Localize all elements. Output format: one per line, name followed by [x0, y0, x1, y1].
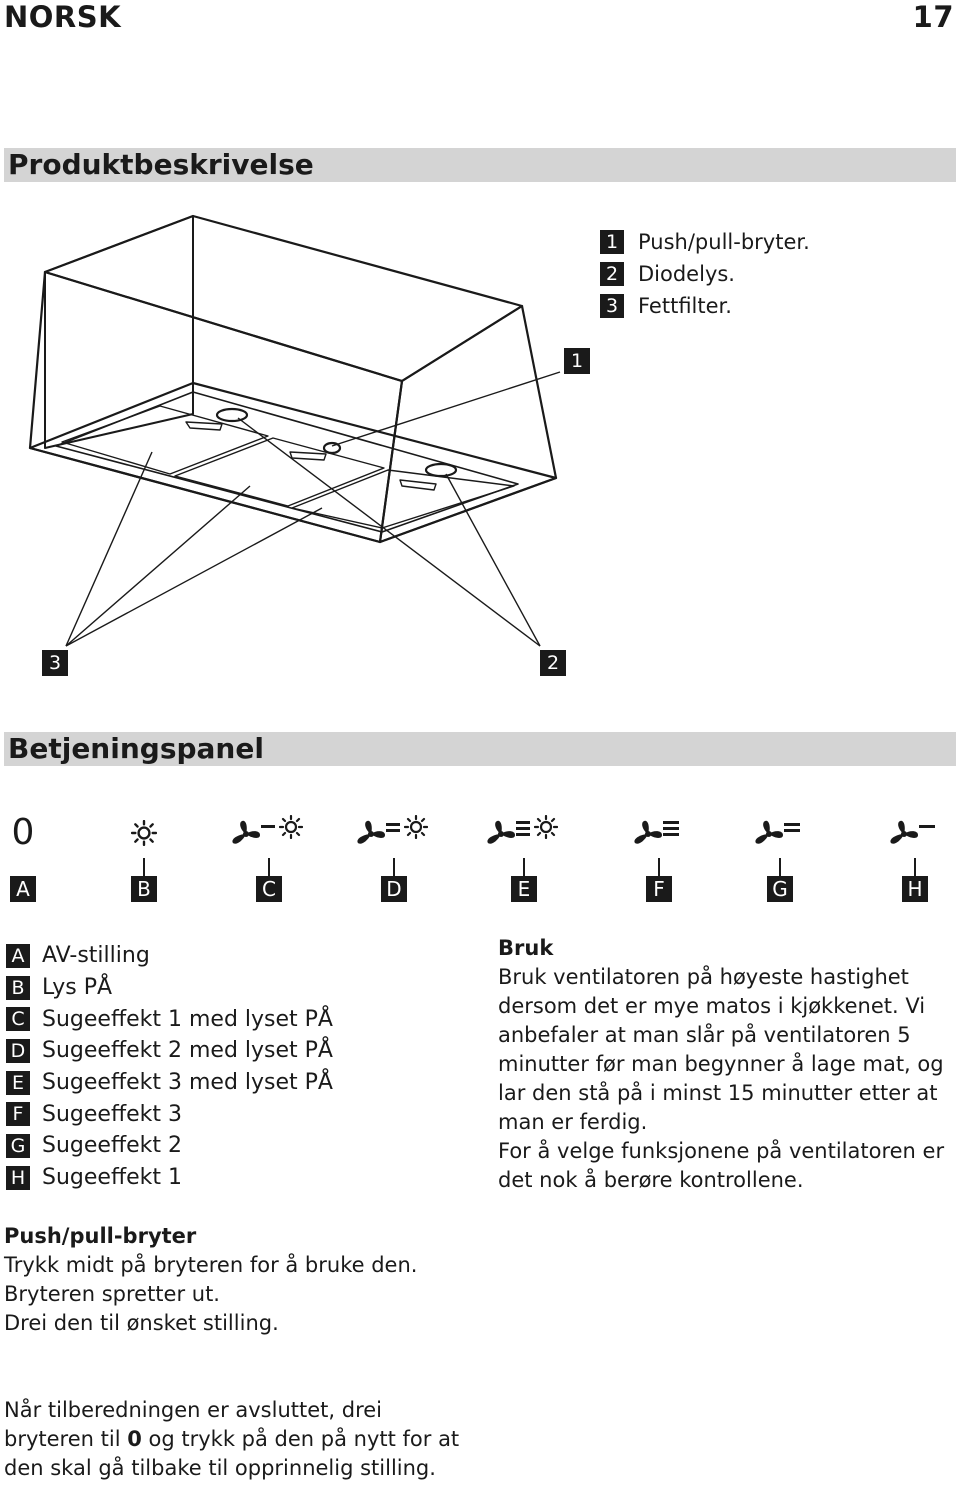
range-hood-illustration	[28, 214, 561, 647]
number-badge: 2	[600, 262, 624, 286]
usage-paragraph: Bruk ventilatoren på høyeste hastighet d…	[498, 965, 944, 1134]
letter-badge: C	[256, 876, 282, 902]
push-pull-heading: Push/pull-bryter	[4, 1224, 197, 1248]
fan-speed3-icon	[634, 820, 679, 844]
callout-switch: 1	[564, 348, 590, 374]
list-item-label: Lys PÅ	[42, 975, 113, 1001]
symbol-f: F	[614, 808, 704, 902]
list-item: F Sugeeffekt 3	[6, 1098, 333, 1130]
letter-badge: E	[511, 876, 537, 902]
letter-badge: B	[6, 975, 30, 1000]
legend-label: Diodelys.	[638, 262, 735, 286]
list-item: H Sugeeffekt 1	[6, 1162, 333, 1194]
usage-heading: Bruk	[498, 936, 554, 960]
callout-badge-1: 1	[564, 348, 590, 374]
push-pull-line: Bryteren spretter ut.	[4, 1282, 220, 1306]
final-note: Når tilberedningen er avsluttet, drei br…	[4, 1396, 474, 1483]
symbol-e: E	[479, 808, 569, 902]
final-note-zero: 0	[127, 1427, 142, 1451]
symbol-b: B	[99, 808, 189, 902]
callout-filter: 3	[42, 650, 68, 676]
letter-badge: D	[6, 1038, 30, 1063]
list-item-label: Sugeeffekt 3	[42, 1101, 182, 1127]
push-pull-section: Push/pull-bryter Trykk midt på bryteren …	[4, 1222, 464, 1338]
list-item: E Sugeeffekt 3 med lyset PÅ	[6, 1067, 333, 1099]
symbol-a: 0 A	[0, 808, 68, 902]
usage-paragraph-2: For å velge funksjonene på ventilatoren …	[498, 1139, 945, 1192]
usage-section: Bruk Bruk ventilatoren på høyeste hastig…	[498, 934, 948, 1195]
list-item-label: Sugeeffekt 2 med lyset PÅ	[42, 1038, 333, 1064]
light-icon	[131, 820, 157, 846]
legend-item-3: 3 Fettfilter.	[600, 290, 810, 322]
number-badge: 3	[600, 294, 624, 318]
symbol-g: G	[735, 808, 825, 902]
callout-badge-2: 2	[540, 650, 566, 676]
fan-speed3-light-icon	[487, 815, 558, 844]
list-item-label: Sugeeffekt 1	[42, 1165, 182, 1191]
letter-badge: A	[6, 943, 30, 968]
callout-badge-3: 3	[42, 650, 68, 676]
letter-badge: F	[6, 1102, 30, 1127]
function-list: A AV-stilling B Lys PÅ C Sugeeffekt 1 me…	[6, 940, 333, 1194]
letter-badge: G	[767, 876, 793, 902]
fan-speed1-light-icon	[232, 815, 303, 844]
final-note-text: Når tilberedningen er avsluttet, drei br…	[4, 1398, 382, 1451]
fan-speed2-icon	[755, 820, 800, 844]
symbol-d: D	[349, 808, 439, 902]
letter-badge: D	[381, 876, 407, 902]
symbol-c: C	[224, 808, 314, 902]
list-item: C Sugeeffekt 1 med lyset PÅ	[6, 1003, 333, 1035]
section-title-control-panel: Betjeningspanel	[4, 732, 956, 766]
fan-speed2-light-icon	[357, 815, 428, 844]
push-pull-line: Drei den til ønsket stilling.	[4, 1311, 279, 1335]
letter-badge: G	[6, 1133, 30, 1158]
push-pull-line: Trykk midt på bryteren for å bruke den.	[4, 1253, 418, 1277]
list-item-label: Sugeeffekt 2	[42, 1133, 182, 1159]
list-item: B Lys PÅ	[6, 972, 333, 1004]
legend-item-2: 2 Diodelys.	[600, 258, 810, 290]
language-label: NORSK	[4, 0, 122, 34]
callout-light: 2	[540, 650, 566, 676]
symbol-h: H	[870, 808, 960, 902]
zero-off-symbol: 0	[11, 812, 35, 853]
page-number: 17	[912, 0, 954, 34]
part-legend: 1 Push/pull-bryter. 2 Diodelys. 3 Fettfi…	[600, 226, 810, 322]
section-title-product: Produktbeskrivelse	[4, 148, 956, 182]
list-item-label: Sugeeffekt 3 med lyset PÅ	[42, 1070, 333, 1096]
letter-badge: A	[10, 876, 36, 902]
legend-item-1: 1 Push/pull-bryter.	[600, 226, 810, 258]
letter-badge: H	[6, 1165, 30, 1190]
control-panel-symbols: 0 A B C D	[0, 808, 960, 908]
letter-badge: H	[902, 876, 928, 902]
legend-label: Fettfilter.	[638, 294, 732, 318]
letter-badge: B	[131, 876, 157, 902]
list-item: A AV-stilling	[6, 940, 333, 972]
letter-badge: E	[6, 1070, 30, 1095]
list-item: D Sugeeffekt 2 med lyset PÅ	[6, 1035, 333, 1067]
list-item: G Sugeeffekt 2	[6, 1130, 333, 1162]
legend-label: Push/pull-bryter.	[638, 230, 810, 254]
number-badge: 1	[600, 230, 624, 254]
fan-speed1-icon	[890, 820, 935, 844]
list-item-label: AV-stilling	[42, 943, 150, 969]
final-note-text-end: og trykk på den på nytt for at den skal …	[4, 1427, 460, 1480]
list-item-label: Sugeeffekt 1 med lyset PÅ	[42, 1006, 333, 1032]
letter-badge: F	[646, 876, 672, 902]
letter-badge: C	[6, 1007, 30, 1032]
